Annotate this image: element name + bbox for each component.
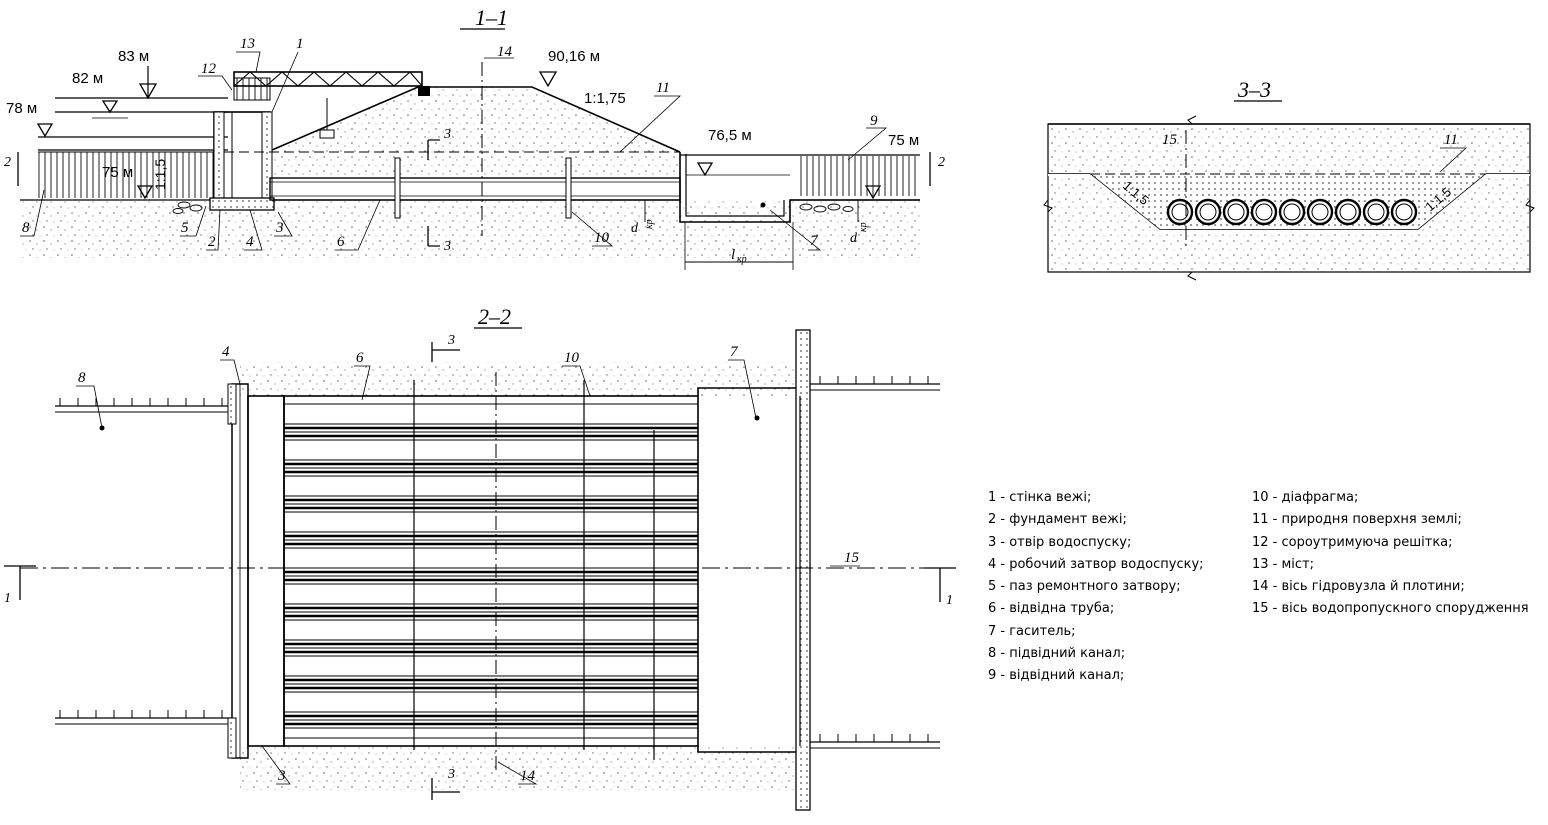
section-title-1-1: 1–1: [475, 5, 508, 30]
callout-3: 3: [275, 220, 284, 236]
plan-callout-4: 4: [222, 344, 230, 360]
dam-embankment: [272, 87, 680, 178]
tower-foundation: [209, 197, 275, 211]
dim-d-left-sub: кр: [644, 219, 655, 229]
ground-soil: [20, 200, 920, 258]
stilling-basin: [679, 152, 920, 223]
elevation-75-down: 75 м: [888, 132, 919, 149]
plan-callout-10: 10: [564, 350, 580, 366]
cut-2-right: 2: [938, 155, 945, 170]
riprap: [172, 201, 854, 214]
plan-callout-3: 3: [277, 768, 286, 784]
cut-3-plan-top: 3: [447, 333, 455, 348]
legend-item: 13 - міст;: [1252, 556, 1315, 572]
cut-1-right: 1: [946, 593, 953, 608]
elevation-marker-icon: [538, 71, 558, 88]
legend-item: 8 - підвідний канал;: [988, 646, 1126, 662]
plan-callout-7: 7: [730, 344, 739, 360]
approach-channel-hatch: [38, 152, 214, 198]
legend-item: 10 - діафрагма;: [1252, 490, 1359, 505]
slope-15-up: 1:1,5: [152, 159, 168, 190]
stilling-basin-plan: [698, 396, 800, 746]
dim-l-sub: кр: [737, 254, 747, 265]
cut-2-left: 2: [4, 155, 11, 170]
legend-item: 4 - робочий затвор водоспуску;: [988, 556, 1204, 572]
elevation-75-up: 75 м: [102, 164, 133, 181]
dim-d-right: d: [850, 231, 858, 246]
callout-5: 5: [181, 220, 189, 236]
legend-right: 10 - діафрагма; 11 - природня поверхня з…: [1252, 487, 1529, 621]
dim-d-left: d: [631, 221, 639, 236]
cut-1-left: 1: [4, 591, 11, 606]
plan-callout-6: 6: [356, 350, 364, 366]
elevation-marker-icon: [36, 123, 54, 138]
section-2-2-plan: 2–2: [4, 304, 956, 811]
elevation-marker-icon: [101, 100, 119, 114]
elevation-78: 78 м: [6, 100, 37, 117]
dim-l: l: [731, 247, 735, 263]
callout-12: 12: [201, 61, 217, 77]
trash-rack: [233, 77, 271, 101]
slope-175: 1:1,75: [584, 90, 626, 107]
section-1-1: 1–1 83 м 82 м 78 м 75 м 90,16 м 76,5 м 7…: [4, 5, 945, 270]
legend-item: 14 - вісь гідровузла й плотини;: [1252, 579, 1465, 595]
callout-11: 11: [656, 80, 670, 96]
bridge-support: [418, 86, 430, 96]
legend-item: 3 - отвір водоспуску;: [988, 534, 1132, 550]
section-3-3: 3–3 15 11 1:1,5 1:1,5: [1043, 77, 1535, 281]
legend-item: 9 - відвідний канал;: [988, 668, 1125, 684]
legend-item: 7 - гаситель;: [988, 623, 1076, 639]
callout-3-3-15: 15: [1162, 132, 1178, 148]
section-title-2-2: 2–2: [478, 304, 511, 329]
callout-7: 7: [810, 233, 819, 249]
section-title-3-3: 3–3: [1237, 77, 1271, 102]
callout-14: 14: [497, 44, 513, 60]
legend-item: 11 - природня поверхня землі;: [1252, 512, 1462, 528]
callout-8: 8: [22, 220, 30, 236]
callout-6: 6: [337, 234, 345, 250]
legend-item: 5 - паз ремонтного затвору;: [988, 579, 1181, 595]
end-wall: [795, 329, 811, 811]
callout-13: 13: [240, 36, 255, 52]
cut-3-bottom: 3: [443, 239, 451, 254]
legend-item: 12 - сороутримуюча решітка;: [1252, 534, 1453, 550]
plan-callout-14: 14: [520, 768, 536, 784]
tailrace-channel-hatch: [798, 156, 918, 196]
legend-item: 15 - вісь водопропускного спорудження: [1252, 601, 1529, 617]
elevation-765: 76,5 м: [708, 127, 752, 144]
legend-item: 1 - стінка вежі;: [988, 490, 1092, 505]
plan-callout-15: 15: [844, 550, 860, 566]
cut-3-top: 3: [443, 127, 451, 142]
elevation-82: 82 м: [72, 70, 103, 87]
callout-2: 2: [208, 234, 216, 250]
dim-d-right-sub: кр: [858, 222, 869, 232]
legend-item: 2 - фундамент вежі;: [988, 512, 1127, 528]
elevation-9016: 90,16 м: [548, 48, 600, 65]
outlet-pipe: [269, 177, 681, 201]
elevation-83: 83 м: [118, 48, 149, 65]
elevation-marker-icon: [136, 185, 154, 200]
legend-item: 6 - відвідна труба;: [988, 601, 1115, 617]
callout-1: 1: [296, 36, 304, 52]
callout-3-3-11: 11: [1444, 132, 1458, 148]
bridge-truss: [233, 71, 423, 87]
callout-4: 4: [246, 234, 254, 250]
cut-3-plan-bottom: 3: [447, 767, 455, 782]
pipe-walls: [284, 426, 698, 726]
plan-callout-8: 8: [78, 370, 86, 386]
callout-9: 9: [870, 113, 878, 129]
legend-left: 1 - стінка вежі; 2 - фундамент вежі; 3 -…: [988, 487, 1204, 688]
elevation-marker-icon: [696, 162, 714, 177]
